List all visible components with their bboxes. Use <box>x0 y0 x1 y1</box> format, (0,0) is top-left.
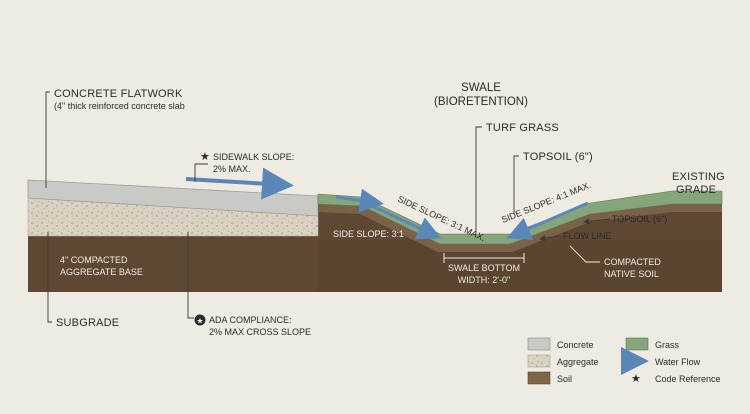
star-icon-sidewalk: ★ <box>200 151 210 163</box>
swale-bottom-label-1: SWALE BOTTOM <box>448 263 520 273</box>
concrete-flatwork-label: CONCRETE FLATWORK <box>54 88 183 100</box>
sidewalk-leader <box>194 163 208 182</box>
compacted-soil-label-2: NATIVE SOIL <box>604 269 659 279</box>
topsoil-top-label: TOPSOIL (6") <box>523 151 593 163</box>
legend-label-water-flow: Water Flow <box>655 357 701 367</box>
water-flow-arrow-sidewalk <box>185 167 294 200</box>
flow-line-label: FLOW LINE <box>563 231 612 241</box>
legend-label-soil: Soil <box>557 374 572 384</box>
legend-label-aggregate: Aggregate <box>557 357 599 367</box>
compacted-soil-leader <box>569 245 600 263</box>
legend: Concrete Aggregate Soil Grass Water Flow… <box>527 337 721 385</box>
concrete-leader <box>45 91 50 188</box>
subgrade-label: SUBGRADE <box>56 317 119 329</box>
turf-grass-label: TURF GRASS <box>486 122 559 134</box>
legend-label-code-reference: Code Reference <box>655 374 721 384</box>
legend-swatch-concrete <box>527 337 551 351</box>
legend-swatch-aggregate <box>527 354 551 368</box>
water-flow-arrow-right-slope <box>506 201 589 240</box>
legend-swatch-soil <box>527 371 551 385</box>
compacted-soil-label-1: COMPACTED <box>604 257 661 267</box>
circled-star-icon <box>194 314 206 326</box>
sidewalk-slope-label: SIDEWALK SLOPE: <box>213 152 294 162</box>
topsoil-top-leader <box>513 155 519 214</box>
topsoil-right-leader <box>583 218 611 225</box>
aggregate-base-label-1: 4" COMPACTED <box>60 255 128 265</box>
ada-leader <box>187 232 194 319</box>
legend-label-grass: Grass <box>655 340 680 350</box>
existing-grade-label-2: GRADE <box>676 184 716 196</box>
concrete-flatwork-note: (4" thick reinforced concrete slab <box>54 101 185 111</box>
title-line-1: SWALE <box>461 82 501 94</box>
turf-grass-leader <box>475 126 482 232</box>
water-flow-arrow-left-slope <box>371 204 442 240</box>
aggregate-base-label-2: AGGREGATE BASE <box>60 267 143 277</box>
existing-grade-label-1: EXISTING <box>672 171 725 183</box>
ada-compliance-label: ADA COMPLIANCE: <box>209 315 292 325</box>
circled-star-glyph: ★ <box>196 316 203 325</box>
water-flow-arrow-left-top <box>335 188 384 213</box>
legend-label-concrete: Concrete <box>557 340 594 350</box>
subgrade-leader <box>47 232 52 323</box>
star-icon: ★ <box>631 373 641 385</box>
topsoil-right-label: TOPSOIL (6") <box>612 214 667 224</box>
concrete-slab <box>27 179 319 217</box>
sidewalk-slope-value: 2% MAX. <box>213 164 251 174</box>
topsoil-layer <box>318 204 722 252</box>
legend-swatch-grass <box>625 337 649 351</box>
swale-bottom-label-2: WIDTH: 2'-0" <box>458 275 510 285</box>
ada-compliance-value: 2% MAX CROSS SLOPE <box>209 327 311 337</box>
flow-line-leader <box>539 235 561 242</box>
side-slope-left-label: SIDE SLOPE: 3:1 <box>333 229 404 239</box>
compacted-soil-band <box>318 240 722 292</box>
title-line-2: (BIORETENTION) <box>434 96 528 108</box>
